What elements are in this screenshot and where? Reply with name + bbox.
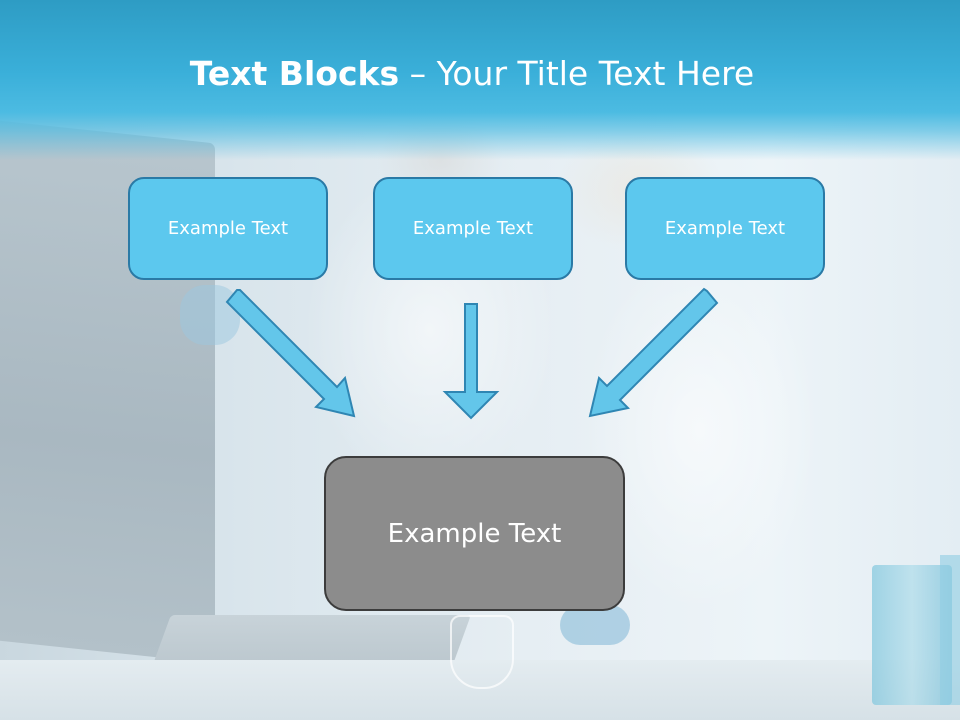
text-block-bottom-label: Example Text — [387, 518, 562, 549]
title-bar — [0, 0, 960, 160]
background-desk — [0, 660, 960, 720]
text-block-right-label: Example Text — [664, 218, 786, 239]
arrow-right-diagonal — [588, 287, 719, 418]
title-rest: Your Title Text Here — [436, 54, 755, 93]
text-block-center-label: Example Text — [412, 218, 534, 239]
title-bold-part: Text Blocks — [189, 54, 400, 93]
background-glove — [180, 285, 240, 345]
text-block-left[interactable]: Example Text — [128, 177, 328, 280]
slide-title[interactable]: Text Blocks – Your Title Text Here — [0, 52, 944, 96]
arrow-left-diagonal — [225, 289, 356, 418]
text-block-left-label: Example Text — [167, 218, 289, 239]
background-beaker-edge — [940, 555, 960, 705]
title-dash: – — [399, 54, 437, 93]
text-block-bottom[interactable]: Example Text — [324, 456, 625, 611]
text-block-right[interactable]: Example Text — [625, 177, 825, 280]
text-block-center[interactable]: Example Text — [373, 177, 573, 280]
background-beaker — [872, 565, 952, 705]
background-glove-lower — [560, 605, 630, 645]
arrow-down — [442, 303, 500, 420]
background-flask — [450, 615, 514, 689]
